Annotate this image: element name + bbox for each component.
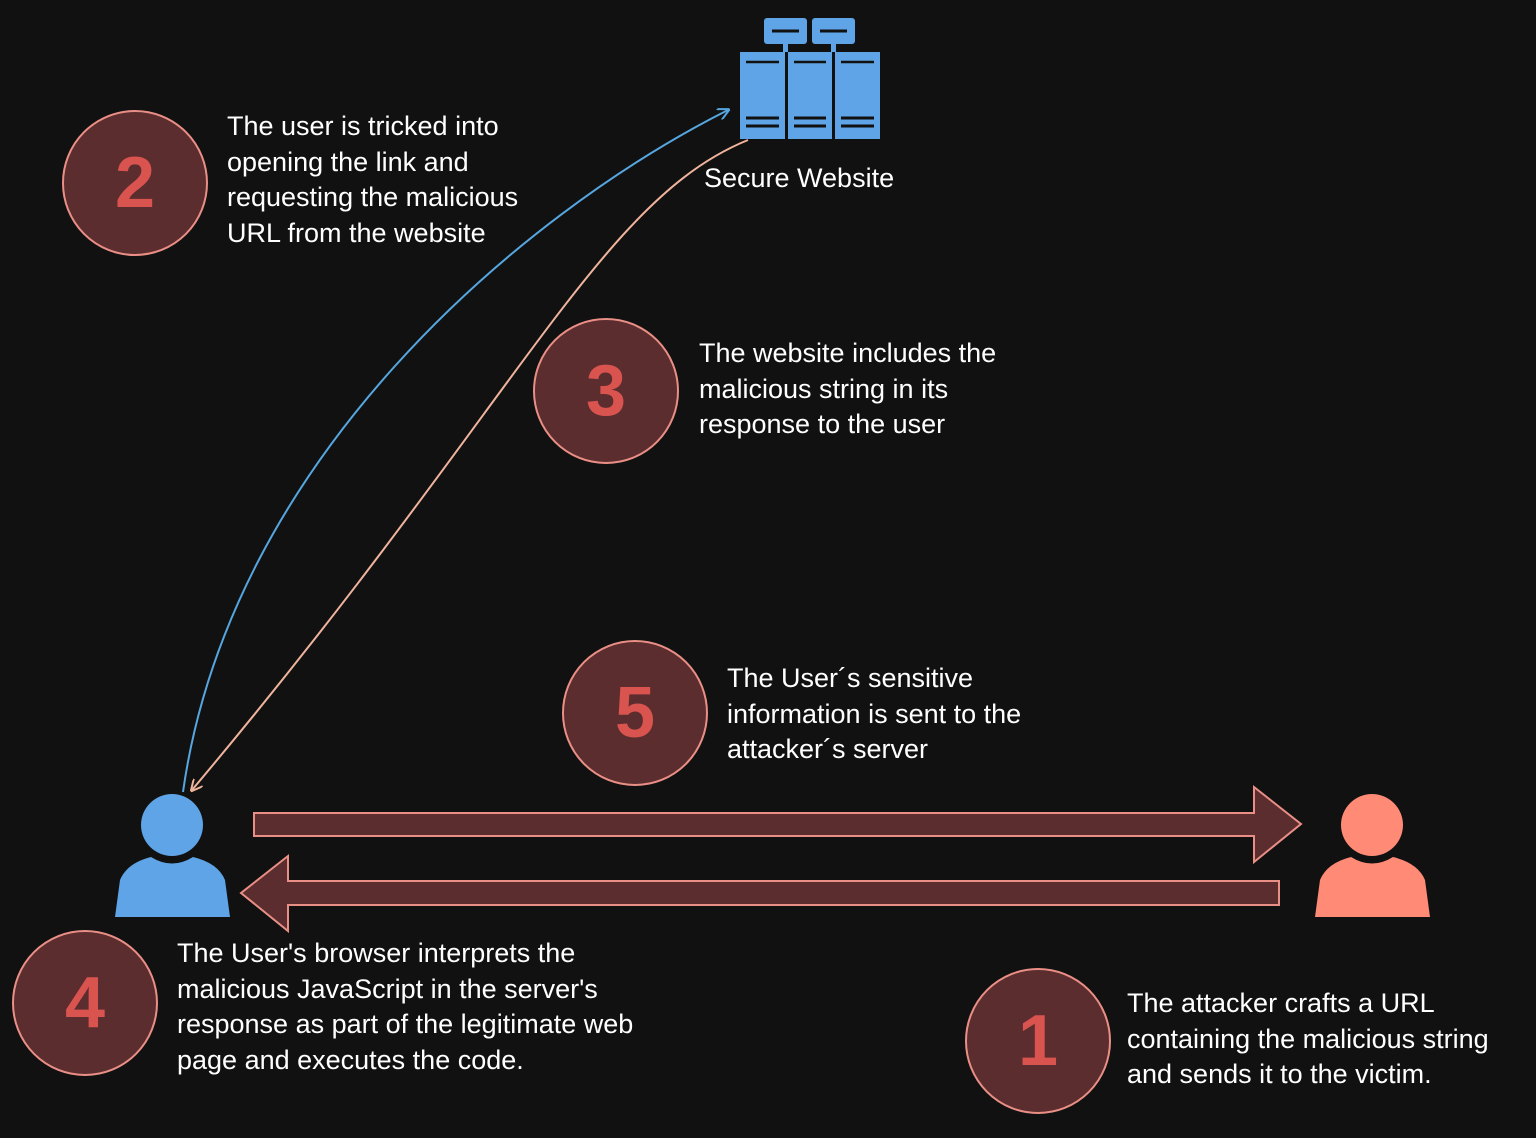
step-4-number: 4: [64, 963, 106, 1043]
victim-user-icon: [115, 794, 230, 917]
step-3-number: 3: [585, 351, 627, 431]
attacker-user-icon: [1315, 794, 1430, 917]
flow-arrow-to-victim: [239, 853, 1280, 934]
step-4-badge: 4: [12, 930, 158, 1076]
step-3-badge: 3: [533, 318, 679, 464]
step-5-number: 5: [614, 673, 656, 753]
step-1-badge: 1: [965, 968, 1111, 1114]
step-5-text: The User´s sensitive information is sent…: [727, 663, 1022, 764]
request-arrow: [182, 110, 728, 793]
step-2-badge: 2: [62, 110, 208, 256]
step-1-number: 1: [1017, 1001, 1059, 1081]
step-2-text: The user is tricked into opening the lin…: [227, 111, 519, 248]
step-2-number: 2: [114, 143, 156, 223]
step-4-text: The User's browser interprets the malici…: [177, 938, 634, 1075]
flow-arrow-to-attacker: [253, 784, 1303, 865]
step-3-text: The website includes the malicious strin…: [699, 338, 997, 439]
step-5-badge: 5: [562, 640, 708, 786]
response-arrow: [192, 139, 749, 790]
server-rack-icon: [740, 18, 880, 139]
secure-website-label: Secure Website: [704, 163, 895, 193]
step-1-text: The attacker crafts a URL containing the…: [1127, 988, 1489, 1089]
